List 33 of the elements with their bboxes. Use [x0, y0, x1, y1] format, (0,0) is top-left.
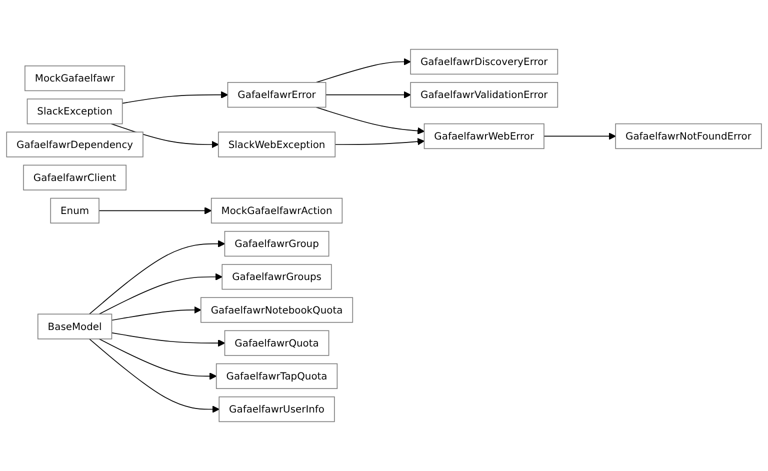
arrow	[334, 138, 425, 146]
arrow	[98, 338, 217, 380]
node-box: SlackException	[26, 98, 123, 124]
node-box: MockGafaelfawr	[24, 65, 126, 92]
node-box: GafaelfawrWebError	[424, 123, 544, 150]
node-box: GafaelfawrQuota	[224, 330, 330, 356]
node-box: BaseModel	[37, 314, 112, 340]
node-box: SlackWebException	[218, 132, 336, 158]
arrow	[316, 58, 411, 83]
arrow	[111, 332, 226, 347]
arrow	[110, 123, 219, 148]
node-box: GafaelfawrValidationError	[410, 82, 558, 108]
node-box: GafaelfawrTapQuota	[216, 363, 338, 389]
arrow	[98, 207, 212, 214]
arrow	[325, 91, 411, 98]
arrow	[88, 338, 220, 413]
node-box: GafaelfawrDiscoveryError	[410, 48, 558, 75]
node-box: GafaelfawrClient	[23, 164, 127, 190]
node-box: GafaelfawrError	[227, 82, 326, 108]
arrow	[544, 132, 616, 140]
node-box: GafaelfawrGroup	[224, 230, 330, 257]
node-box: Enum	[50, 198, 100, 224]
node-box: GafaelfawrNotebookQuota	[200, 297, 354, 323]
arrow	[111, 306, 202, 321]
node-box: GafaelfawrGroups	[222, 264, 332, 290]
node-box: GafaelfawrDependency	[6, 132, 144, 158]
node-box: MockGafaelfawrAction	[210, 198, 343, 224]
arrow	[98, 273, 222, 315]
arrow	[88, 240, 226, 315]
node-box: GafaelfawrNotFoundError	[615, 123, 762, 150]
arrow	[316, 106, 425, 134]
arrow	[122, 91, 228, 104]
node-box: GafaelfawrUserInfo	[218, 396, 335, 422]
